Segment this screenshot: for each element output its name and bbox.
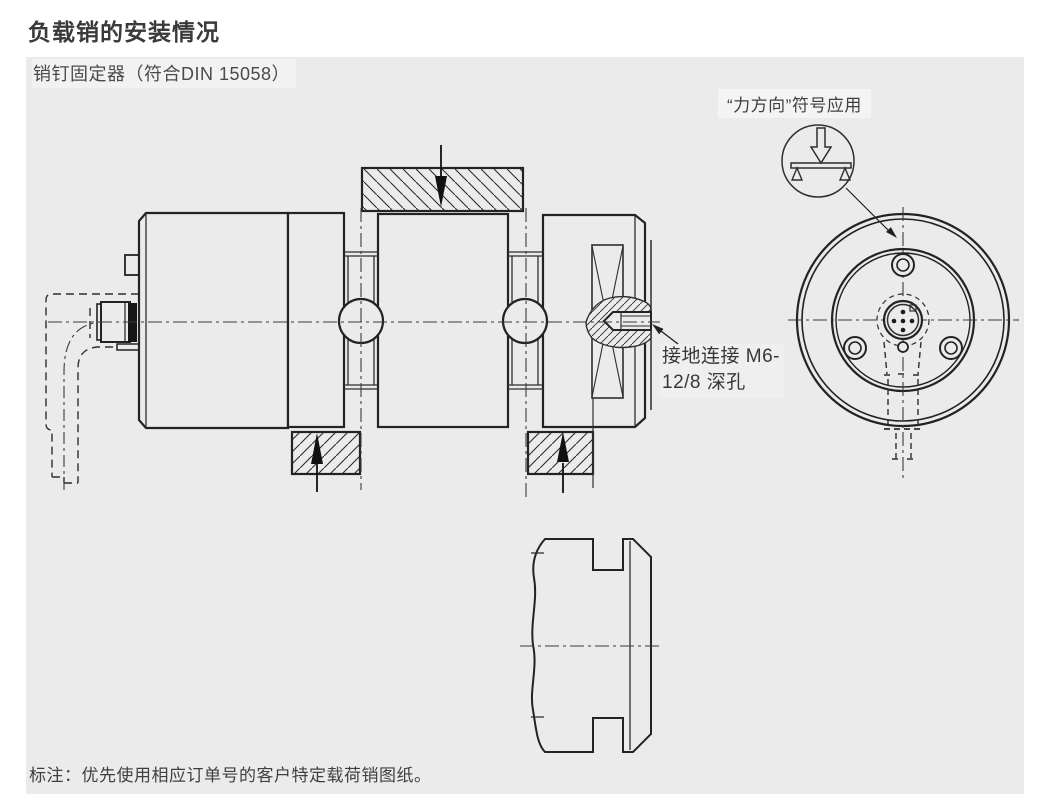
support-triangle-left [790, 166, 804, 181]
ground-hole [602, 311, 652, 331]
pin-hole-2 [501, 297, 549, 345]
page-title: 负载销的安装情况 [28, 19, 220, 45]
support-block-left [290, 430, 362, 476]
ground-leader-arrow [652, 324, 679, 345]
force-direction-label: “力方向”符号应用 [718, 89, 871, 118]
reaction-arrow-left [311, 433, 323, 492]
symbol-leader-arrow [845, 187, 897, 238]
ground-connection-label-line1: 接地连接 M6- [662, 346, 781, 367]
ground-connection-label: 接地连接 M6- 12/8 深孔 [660, 344, 785, 398]
connector-pins [891, 309, 915, 333]
support-triangle-right [838, 166, 852, 181]
break-line-stubs [531, 552, 544, 718]
cable-centerline [63, 321, 106, 490]
force-arrow-down [435, 145, 447, 207]
force-direction-symbol [781, 124, 855, 198]
centerlines [48, 208, 660, 497]
reaction-arrow-right [557, 432, 569, 493]
bottom-tab [116, 343, 140, 351]
vent-hole [897, 341, 909, 353]
page-subtitle: 销钉固定器（符合DIN 15058） [32, 59, 297, 88]
screw-bottom-right [939, 336, 963, 360]
section-outline [530, 538, 652, 753]
screw-top [891, 253, 915, 277]
screw-bottom-left [843, 336, 867, 360]
end-view-connector [876, 293, 930, 353]
ground-connection-label-line2: 12/8 深孔 [662, 372, 746, 393]
load-pin-end-view [788, 207, 1019, 478]
groove-2 [501, 251, 549, 390]
end-view-cable-dashed [883, 341, 922, 460]
connector-plug [96, 254, 140, 351]
load-pin-side-view [45, 145, 679, 497]
hollow-down-arrow-icon [809, 127, 833, 165]
top-tab [124, 254, 140, 276]
beam [790, 162, 852, 169]
connector-keying-notch [909, 304, 917, 312]
load-pin-bottom-section-view [520, 538, 660, 753]
pin-body [137, 211, 652, 430]
bottom-note: 标注：优先使用相应订单号的客户特定载荷销图纸。 [29, 766, 432, 785]
